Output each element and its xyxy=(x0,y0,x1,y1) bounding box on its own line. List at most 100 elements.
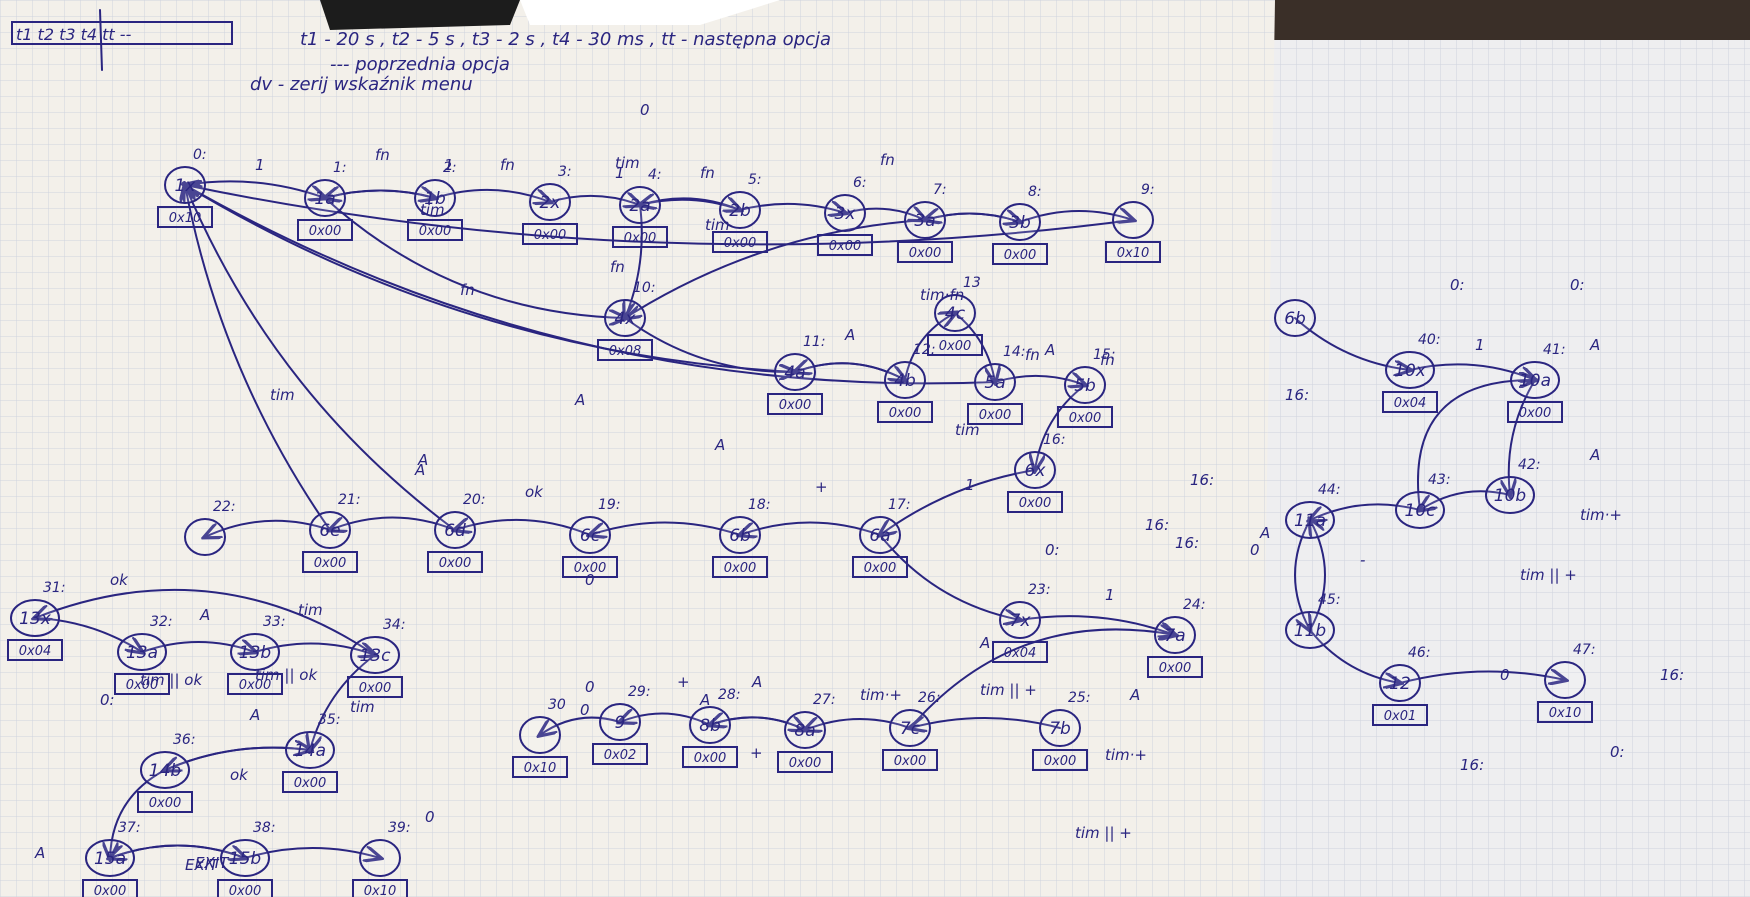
transition-arrow xyxy=(590,521,741,536)
state-circle xyxy=(604,299,646,337)
state-number: 0: xyxy=(193,147,207,163)
output-code: 0x00 xyxy=(1519,406,1552,421)
state-circle xyxy=(434,511,476,549)
output-code: 0x00 xyxy=(1019,496,1052,511)
transition-label: tim || ok xyxy=(255,666,318,684)
state-circle xyxy=(1385,351,1435,389)
output-code-box xyxy=(777,751,833,773)
state-circle xyxy=(824,194,866,232)
output-code-box xyxy=(407,219,463,241)
output-code: 0x00 xyxy=(724,236,757,251)
output-code: 0x10 xyxy=(1117,246,1150,261)
state-label: 4x xyxy=(615,309,637,329)
output-code: 0x00 xyxy=(359,681,392,696)
state-number: 28: xyxy=(718,687,741,703)
transition-label: EXIT xyxy=(195,854,230,872)
transition-arrow xyxy=(455,520,591,536)
output-code-box xyxy=(7,639,63,661)
state-label: 7x xyxy=(1010,611,1032,631)
transition-label: A xyxy=(751,673,762,691)
transition-arrow xyxy=(1509,379,1536,495)
transition-arrow xyxy=(709,717,805,730)
transition-arrow xyxy=(244,848,380,858)
state-node-3b: 3b8:0x00 xyxy=(992,184,1048,265)
output-code-box xyxy=(1537,701,1593,723)
transition-arrow xyxy=(805,719,911,730)
state-node-3a: 3a7:0x00 xyxy=(897,182,953,263)
transition-label: A xyxy=(1259,524,1270,542)
output-code: 0x00 xyxy=(126,678,159,693)
state-number: 35: xyxy=(318,712,341,728)
transition-label: 16: xyxy=(1285,386,1309,404)
state-number: 2: xyxy=(443,160,457,176)
state-number: 31: xyxy=(43,580,66,596)
state-label: 10a xyxy=(1519,371,1551,391)
transition-arrow xyxy=(1294,519,1310,630)
transition-label: A xyxy=(417,451,428,469)
state-number: 8: xyxy=(1028,184,1042,200)
dark-object-top xyxy=(320,0,520,30)
output-code-box xyxy=(137,791,193,813)
state-label: 11a xyxy=(1294,511,1326,531)
state-number: 13 xyxy=(963,275,981,291)
state-circle xyxy=(140,751,190,789)
output-code-box xyxy=(1032,749,1088,771)
state-circle xyxy=(285,731,335,769)
output-code-box xyxy=(347,676,403,698)
state-node-8b: 8b 28: 0x00 xyxy=(682,687,741,768)
state-number: 21: xyxy=(338,492,361,508)
transition-label: tim xyxy=(270,386,295,404)
transition-label: tim xyxy=(420,201,445,219)
state-number: 44: xyxy=(1318,482,1341,498)
output-code: 0x00 xyxy=(1004,248,1037,263)
output-code-box xyxy=(1057,406,1113,428)
output-code-box xyxy=(927,334,983,356)
transition-arrow xyxy=(1416,380,1535,511)
output-code: 0x00 xyxy=(694,751,727,766)
state-label: 4b xyxy=(894,371,916,391)
output-code: 0x00 xyxy=(239,678,272,693)
state-number: 9: xyxy=(1141,182,1155,198)
state-node-1a: 1a1:0x00 xyxy=(297,160,353,241)
state-circle xyxy=(117,633,167,671)
transition-label: A xyxy=(714,436,725,454)
state-node-n39: 39:0x10 xyxy=(352,820,411,897)
output-code-box xyxy=(897,241,953,263)
transition-label: tim || ok xyxy=(140,671,203,689)
transition-label: A xyxy=(249,706,260,724)
output-code: 0x02 xyxy=(604,748,637,763)
state-number: 38: xyxy=(253,820,276,836)
transition-arrow xyxy=(909,629,1175,729)
transition-label: tim·+ xyxy=(1580,506,1622,524)
state-nodes: 1x0:0x101a1:0x001b2:0x002x3:0x002a4:0x00… xyxy=(7,147,1596,897)
transition-label: A xyxy=(574,391,585,409)
state-number: 16: xyxy=(1043,432,1066,448)
transition-label: EXIT xyxy=(185,856,220,874)
state-circle xyxy=(350,636,400,674)
transition-label: + xyxy=(750,744,763,762)
state-circle xyxy=(1395,491,1445,529)
state-label: 8b xyxy=(699,716,721,736)
output-code: 0x04 xyxy=(19,644,52,659)
output-code: 0x10 xyxy=(364,884,397,897)
state-node-1b: 1b2:0x00 xyxy=(407,160,463,241)
state-node-6b: 6b xyxy=(1274,299,1316,337)
transition-label: 16: xyxy=(1175,534,1199,552)
transition-arrow xyxy=(254,643,375,655)
state-node-9: 929:0x02 xyxy=(592,684,651,765)
state-label: 6d xyxy=(444,521,466,541)
state-number: 46: xyxy=(1408,645,1431,661)
transition-label: A xyxy=(844,326,855,344)
state-circle xyxy=(1064,366,1106,404)
state-label: 15a xyxy=(94,849,126,869)
